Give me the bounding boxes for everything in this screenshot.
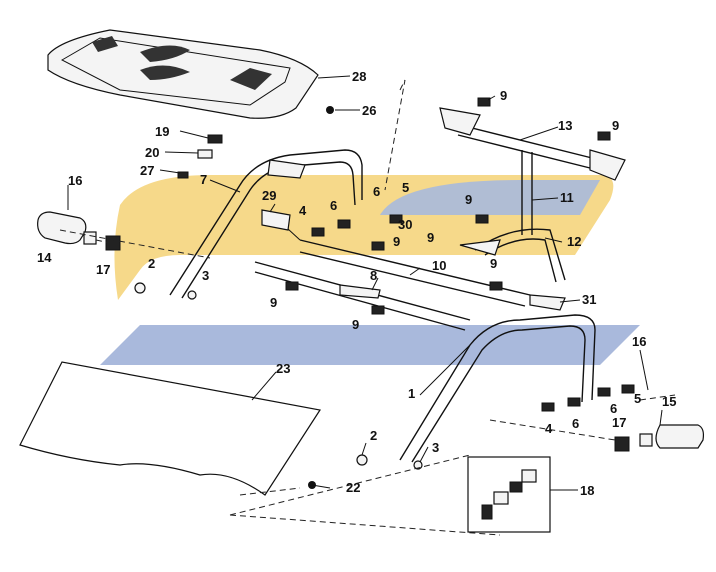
leader-lines bbox=[67, 75, 663, 489]
label-16b: 16 bbox=[632, 334, 646, 349]
label-1: 1 bbox=[408, 386, 415, 401]
label-9e: 9 bbox=[465, 192, 472, 207]
label-6c: 6 bbox=[610, 401, 617, 416]
label-2b: 2 bbox=[370, 428, 377, 443]
label-17b: 17 bbox=[612, 415, 626, 430]
label-12: 12 bbox=[567, 234, 581, 249]
label-7: 7 bbox=[200, 172, 207, 187]
roof-panel bbox=[47, 29, 319, 119]
part-labels: 28 26 19 20 27 16 7 29 4 6 6 5 14 17 2 3… bbox=[37, 69, 676, 498]
label-6b: 6 bbox=[373, 184, 380, 199]
label-6d: 6 bbox=[572, 416, 579, 431]
label-3b: 3 bbox=[432, 440, 439, 455]
label-23: 23 bbox=[276, 361, 290, 376]
label-10: 10 bbox=[432, 258, 446, 273]
label-9c: 9 bbox=[393, 234, 400, 249]
label-14: 14 bbox=[37, 250, 52, 265]
dashed-guides bbox=[59, 79, 676, 536]
label-11: 11 bbox=[560, 190, 574, 205]
label-27: 27 bbox=[140, 163, 154, 178]
hardware bbox=[134, 97, 635, 489]
label-2a: 2 bbox=[148, 256, 155, 271]
label-6a: 6 bbox=[330, 198, 337, 213]
kit-box bbox=[467, 456, 578, 533]
label-9f: 9 bbox=[490, 256, 497, 271]
label-28: 28 bbox=[352, 69, 366, 84]
label-9d: 9 bbox=[427, 230, 434, 245]
label-31: 31 bbox=[582, 292, 596, 307]
label-9g: 9 bbox=[500, 88, 507, 103]
label-29: 29 bbox=[262, 188, 276, 203]
label-13: 13 bbox=[558, 118, 572, 133]
label-20: 20 bbox=[145, 145, 159, 160]
label-9b: 9 bbox=[352, 317, 359, 332]
label-19: 19 bbox=[155, 124, 169, 139]
label-9a: 9 bbox=[270, 295, 277, 310]
label-18: 18 bbox=[580, 483, 594, 498]
label-22: 22 bbox=[346, 480, 360, 495]
roll-cage-frame bbox=[169, 107, 626, 463]
windshield-panel bbox=[19, 361, 321, 496]
label-16a: 16 bbox=[68, 173, 82, 188]
label-9h: 9 bbox=[612, 118, 619, 133]
label-26: 26 bbox=[362, 103, 376, 118]
label-5b: 5 bbox=[634, 391, 641, 406]
label-15: 15 bbox=[662, 394, 676, 409]
label-17a: 17 bbox=[96, 262, 110, 277]
label-5a: 5 bbox=[402, 180, 409, 195]
label-4b: 4 bbox=[545, 421, 553, 436]
label-3a: 3 bbox=[202, 268, 209, 283]
label-30: 30 bbox=[398, 217, 412, 232]
label-8: 8 bbox=[370, 268, 377, 283]
mirrors bbox=[37, 211, 705, 452]
label-4a: 4 bbox=[299, 203, 307, 218]
